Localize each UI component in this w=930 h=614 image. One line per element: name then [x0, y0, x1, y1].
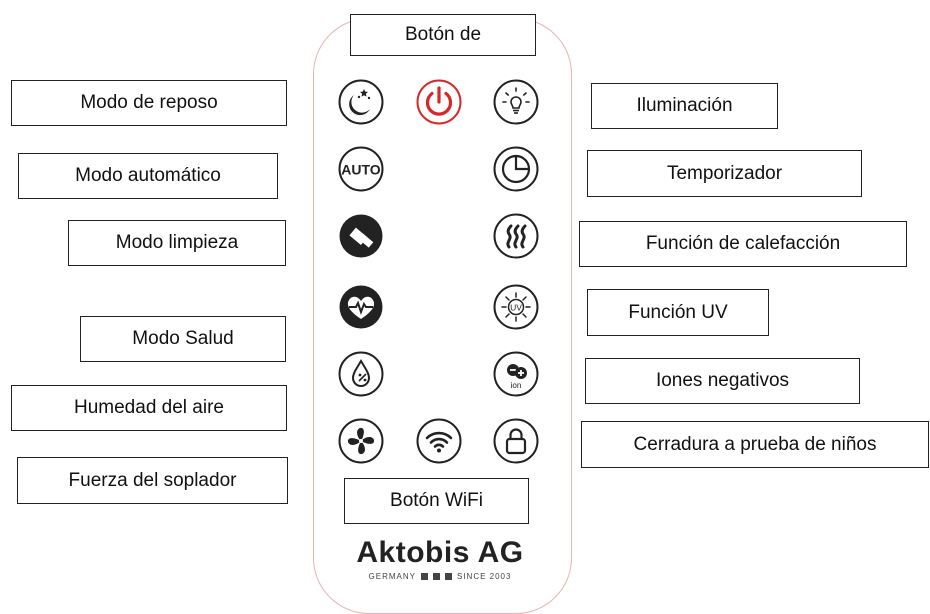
- child-lock-button[interactable]: [492, 417, 540, 465]
- label-wifi-button: Botón WiFi: [344, 478, 529, 524]
- water-drop-percent-icon: [338, 351, 384, 397]
- brand-since: SINCE 2003: [456, 572, 512, 581]
- clean-mode-button[interactable]: [337, 212, 385, 260]
- label-negative-ions: Iones negativos: [585, 358, 860, 404]
- label-uv-function: Función UV: [587, 289, 769, 336]
- uv-icon-text: UV: [510, 303, 522, 313]
- clean-icon: [339, 214, 383, 258]
- label-heating-function: Función de calefacción: [579, 221, 907, 267]
- label-sleep-mode: Modo de reposo: [11, 80, 287, 126]
- label-clean-mode: Modo limpieza: [68, 220, 286, 266]
- label-lighting: Iluminación: [591, 83, 778, 129]
- brand-logo: Aktobis AG: [356, 536, 524, 569]
- label-health-mode: Modo Salud: [80, 316, 286, 362]
- label-timer: Temporizador: [587, 150, 862, 197]
- label-power: Botón de: [350, 14, 536, 56]
- negative-ion-button[interactable]: ion: [492, 350, 540, 398]
- humidity-button[interactable]: [337, 350, 385, 398]
- tagline-square: [420, 573, 428, 580]
- wifi-button[interactable]: [415, 417, 463, 465]
- uv-button[interactable]: UV: [492, 283, 540, 331]
- clock-icon: [493, 146, 539, 192]
- heat-waves-icon: [493, 213, 539, 259]
- wifi-icon: [416, 418, 462, 464]
- light-bulb-icon: [493, 79, 539, 125]
- ion-icon: ion: [493, 351, 539, 397]
- timer-button[interactable]: [492, 145, 540, 193]
- heart-pulse-icon: [339, 285, 383, 329]
- auto-icon-text: AUTO: [341, 162, 381, 178]
- moon-stars-icon: [338, 79, 384, 125]
- auto-mode-button[interactable]: AUTO: [337, 145, 385, 193]
- tagline-square: [444, 573, 452, 580]
- label-child-lock: Cerradura a prueba de niños: [581, 421, 929, 468]
- uv-sun-icon: UV: [493, 284, 539, 330]
- power-icon: [416, 79, 462, 125]
- fan-speed-button[interactable]: [337, 417, 385, 465]
- lock-icon: [493, 418, 539, 464]
- heating-button[interactable]: [492, 212, 540, 260]
- lighting-button[interactable]: [492, 78, 540, 126]
- sleep-mode-button[interactable]: [337, 78, 385, 126]
- power-button[interactable]: [415, 78, 463, 126]
- auto-icon: AUTO: [338, 146, 384, 192]
- label-auto-mode: Modo automático: [18, 153, 278, 199]
- health-mode-button[interactable]: [337, 283, 385, 331]
- brand-country: GERMANY: [368, 572, 416, 581]
- label-fan-strength: Fuerza del soplador: [17, 457, 288, 504]
- ion-icon-text: ion: [511, 381, 522, 390]
- fan-icon: [338, 418, 384, 464]
- label-air-humidity: Humedad del aire: [11, 385, 287, 431]
- tagline-square: [432, 573, 440, 580]
- brand-tagline: GERMANY SINCE 2003: [340, 572, 540, 581]
